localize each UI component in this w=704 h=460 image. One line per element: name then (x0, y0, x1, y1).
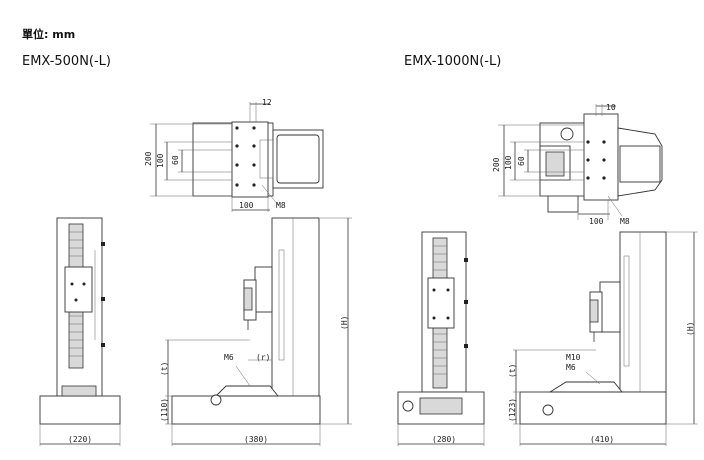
thread-m10: M10 (566, 353, 581, 362)
emx1000-front-view: (280) (397, 231, 485, 446)
dim-380: (380) (244, 435, 268, 444)
emx500-front-view: (220) (39, 217, 121, 446)
unit-label: 單位: mm (22, 28, 76, 41)
dim-t: (t) (508, 364, 517, 378)
dim-110: (110) (160, 398, 169, 422)
dim-123: (123) (508, 398, 517, 422)
dim-220: (220) (68, 435, 92, 444)
dim-t: (t) (160, 362, 169, 376)
dim-60: 60 (517, 156, 526, 166)
dim-280: (280) (432, 435, 456, 444)
dim-100: 100 (156, 153, 165, 168)
model-title-emx500: EMX-500N(-L) (22, 54, 111, 69)
dim-100: 100 (504, 155, 513, 170)
emx1000-side-view: M10 M6 (t) (123) (H) (410) (508, 231, 698, 446)
thread-m6: M6 (566, 363, 576, 372)
thread-m6: M6 (224, 353, 234, 362)
dim-200: 200 (492, 157, 501, 172)
emx500-side-view: M6 (r) (t) (110) (H) (380) (160, 217, 352, 446)
dim-r: (r) (256, 353, 270, 362)
thread-m8: M8 (620, 217, 630, 226)
dim-410: (410) (590, 435, 614, 444)
dim-10: 10 (606, 103, 616, 112)
dim-100-bottom: 100 (589, 217, 604, 226)
model-title-emx1000: EMX-1000N(-L) (404, 54, 502, 69)
thread-m8: M8 (276, 201, 286, 210)
dim-100-bottom: 100 (239, 201, 254, 210)
emx500-top-view: 12 200 100 60 100 M8 (144, 98, 324, 212)
emx1000-top-view: 10 200 100 60 100 M8 (492, 103, 663, 226)
dim-h: (H) (340, 316, 349, 330)
dim-h: (H) (686, 322, 695, 336)
dim-12: 12 (262, 98, 272, 107)
dim-200: 200 (144, 151, 153, 166)
dim-60: 60 (171, 155, 180, 165)
